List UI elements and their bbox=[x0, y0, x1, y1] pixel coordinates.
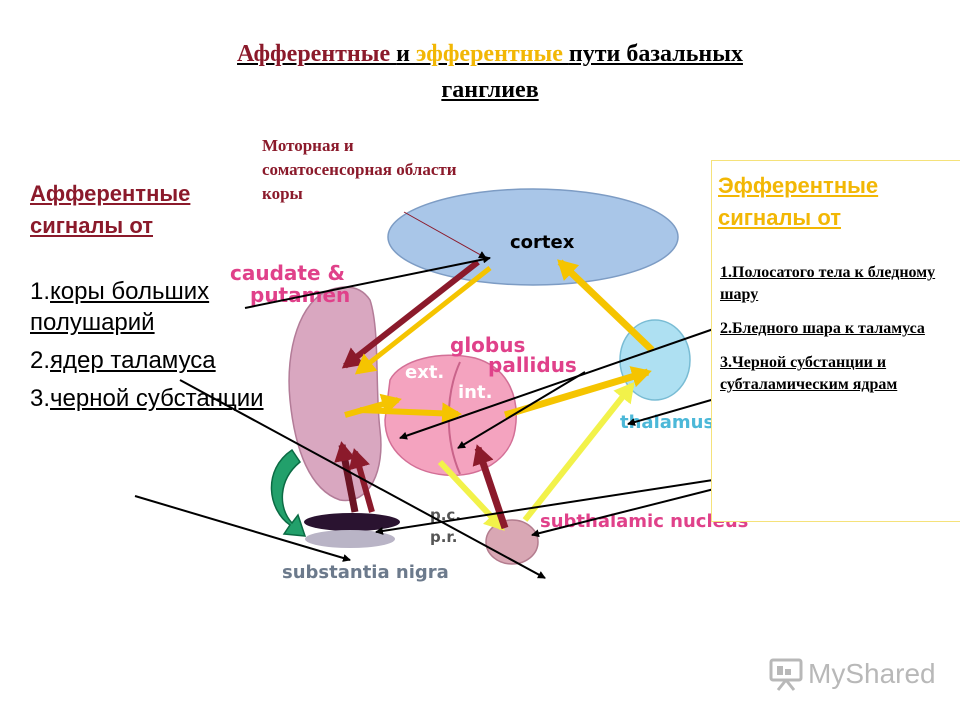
afferent-num-2: 2. bbox=[30, 347, 51, 374]
substantia-nigra-pr-shape bbox=[305, 530, 395, 548]
title-and: и bbox=[396, 41, 416, 67]
efferent-heading: Эфферентные сигналы от bbox=[718, 173, 879, 230]
afferent-text-3: черной субстанции bbox=[50, 385, 264, 412]
caudate-label: caudate & bbox=[230, 261, 345, 285]
efferent-item-3: 3.Черной субстанции и субталамическим яд… bbox=[720, 354, 898, 393]
subthalamic-nucleus-shape bbox=[485, 519, 539, 565]
afferent-item-3: 3.черной субстанции bbox=[30, 383, 270, 414]
pr-label: p.r. bbox=[430, 528, 457, 546]
afferent-text-2: ядер таламуса bbox=[50, 347, 216, 374]
substantia-nigra-pc-shape bbox=[304, 513, 400, 531]
pointer-striatum-to-gp bbox=[399, 324, 726, 440]
afferent-item-2: 2.ядер таламуса bbox=[30, 345, 270, 376]
cortex-shape bbox=[387, 188, 679, 286]
pointer-nigra-subthalamic bbox=[375, 477, 727, 535]
ext-label: ext. bbox=[405, 362, 444, 383]
arrow-thalamus-to-cortex bbox=[557, 259, 655, 353]
title-afferent: Афферентные bbox=[237, 41, 397, 67]
efferent-box bbox=[711, 160, 960, 522]
arrow-pallidus-to-thalamus bbox=[503, 366, 652, 419]
title-efferent: эфферентные bbox=[415, 41, 569, 67]
arrow-stn-to-int bbox=[472, 444, 509, 530]
arrow-stn-to-thalamus bbox=[522, 381, 635, 522]
striatum-shape bbox=[288, 286, 382, 502]
substantia-nigra-label: substantia nigra bbox=[282, 562, 449, 583]
efferent-item-1: 1.Полосатого тела к бледному шару bbox=[720, 264, 936, 303]
arrow-nigra-to-striatum-2 bbox=[348, 448, 375, 513]
slide-title: Афферентные и эфферентные пути базальных… bbox=[120, 36, 860, 108]
pointer-cortex bbox=[244, 255, 491, 309]
globus-label: globus bbox=[450, 333, 525, 357]
afferent-list: 1.коры больших полушарий 2.ядер таламуса… bbox=[30, 276, 270, 421]
cortex-label: cortex bbox=[510, 232, 575, 253]
afferent-item-1: 1.коры больших полушарий bbox=[30, 276, 270, 338]
pallidus-label: pallidus bbox=[488, 353, 577, 377]
arrow-striatum-to-nigra-green bbox=[270, 448, 307, 537]
efferent-item-2: 2.Бледного шара к таламуса bbox=[720, 320, 925, 337]
pointer-gp-to-thalamus bbox=[627, 395, 726, 426]
arrow-nigra-to-striatum bbox=[334, 441, 359, 513]
myshared-logo: MyShared bbox=[766, 654, 936, 694]
title-line2: ганглиев bbox=[441, 77, 539, 103]
pointer-motor-label bbox=[403, 211, 487, 259]
logo-text: MyShared bbox=[808, 658, 936, 689]
arrow-cortex-to-striatum-yellow bbox=[354, 266, 492, 375]
pointer-thalamic-nuclei bbox=[179, 379, 546, 579]
subthalamic-label: subthalamic nucleus bbox=[540, 511, 748, 532]
presentation-board-icon bbox=[769, 658, 803, 691]
pointer-substantia bbox=[134, 495, 351, 562]
afferent-num-1: 1. bbox=[30, 278, 51, 305]
arrow-cortex-to-striatum bbox=[341, 259, 480, 369]
efferent-list: 1.Полосатого тела к бледному шару 2.Блед… bbox=[720, 262, 950, 408]
thalamus-label: thalamus bbox=[620, 412, 714, 433]
pointer-gp-int bbox=[457, 371, 586, 449]
motor-cortex-label: Моторная и соматосенсорная области коры bbox=[262, 136, 457, 203]
arrow-striatum-to-int bbox=[359, 402, 462, 425]
afferent-num-3: 3. bbox=[30, 385, 51, 412]
afferent-text-1: коры больших полушарий bbox=[30, 278, 210, 336]
title-rest: пути базальных bbox=[568, 41, 743, 67]
pointer-stn bbox=[531, 485, 727, 538]
arrow-ext-to-stn bbox=[437, 459, 505, 531]
afferent-heading: Афферентные сигналы от bbox=[30, 181, 191, 238]
int-label: int. bbox=[458, 382, 492, 403]
